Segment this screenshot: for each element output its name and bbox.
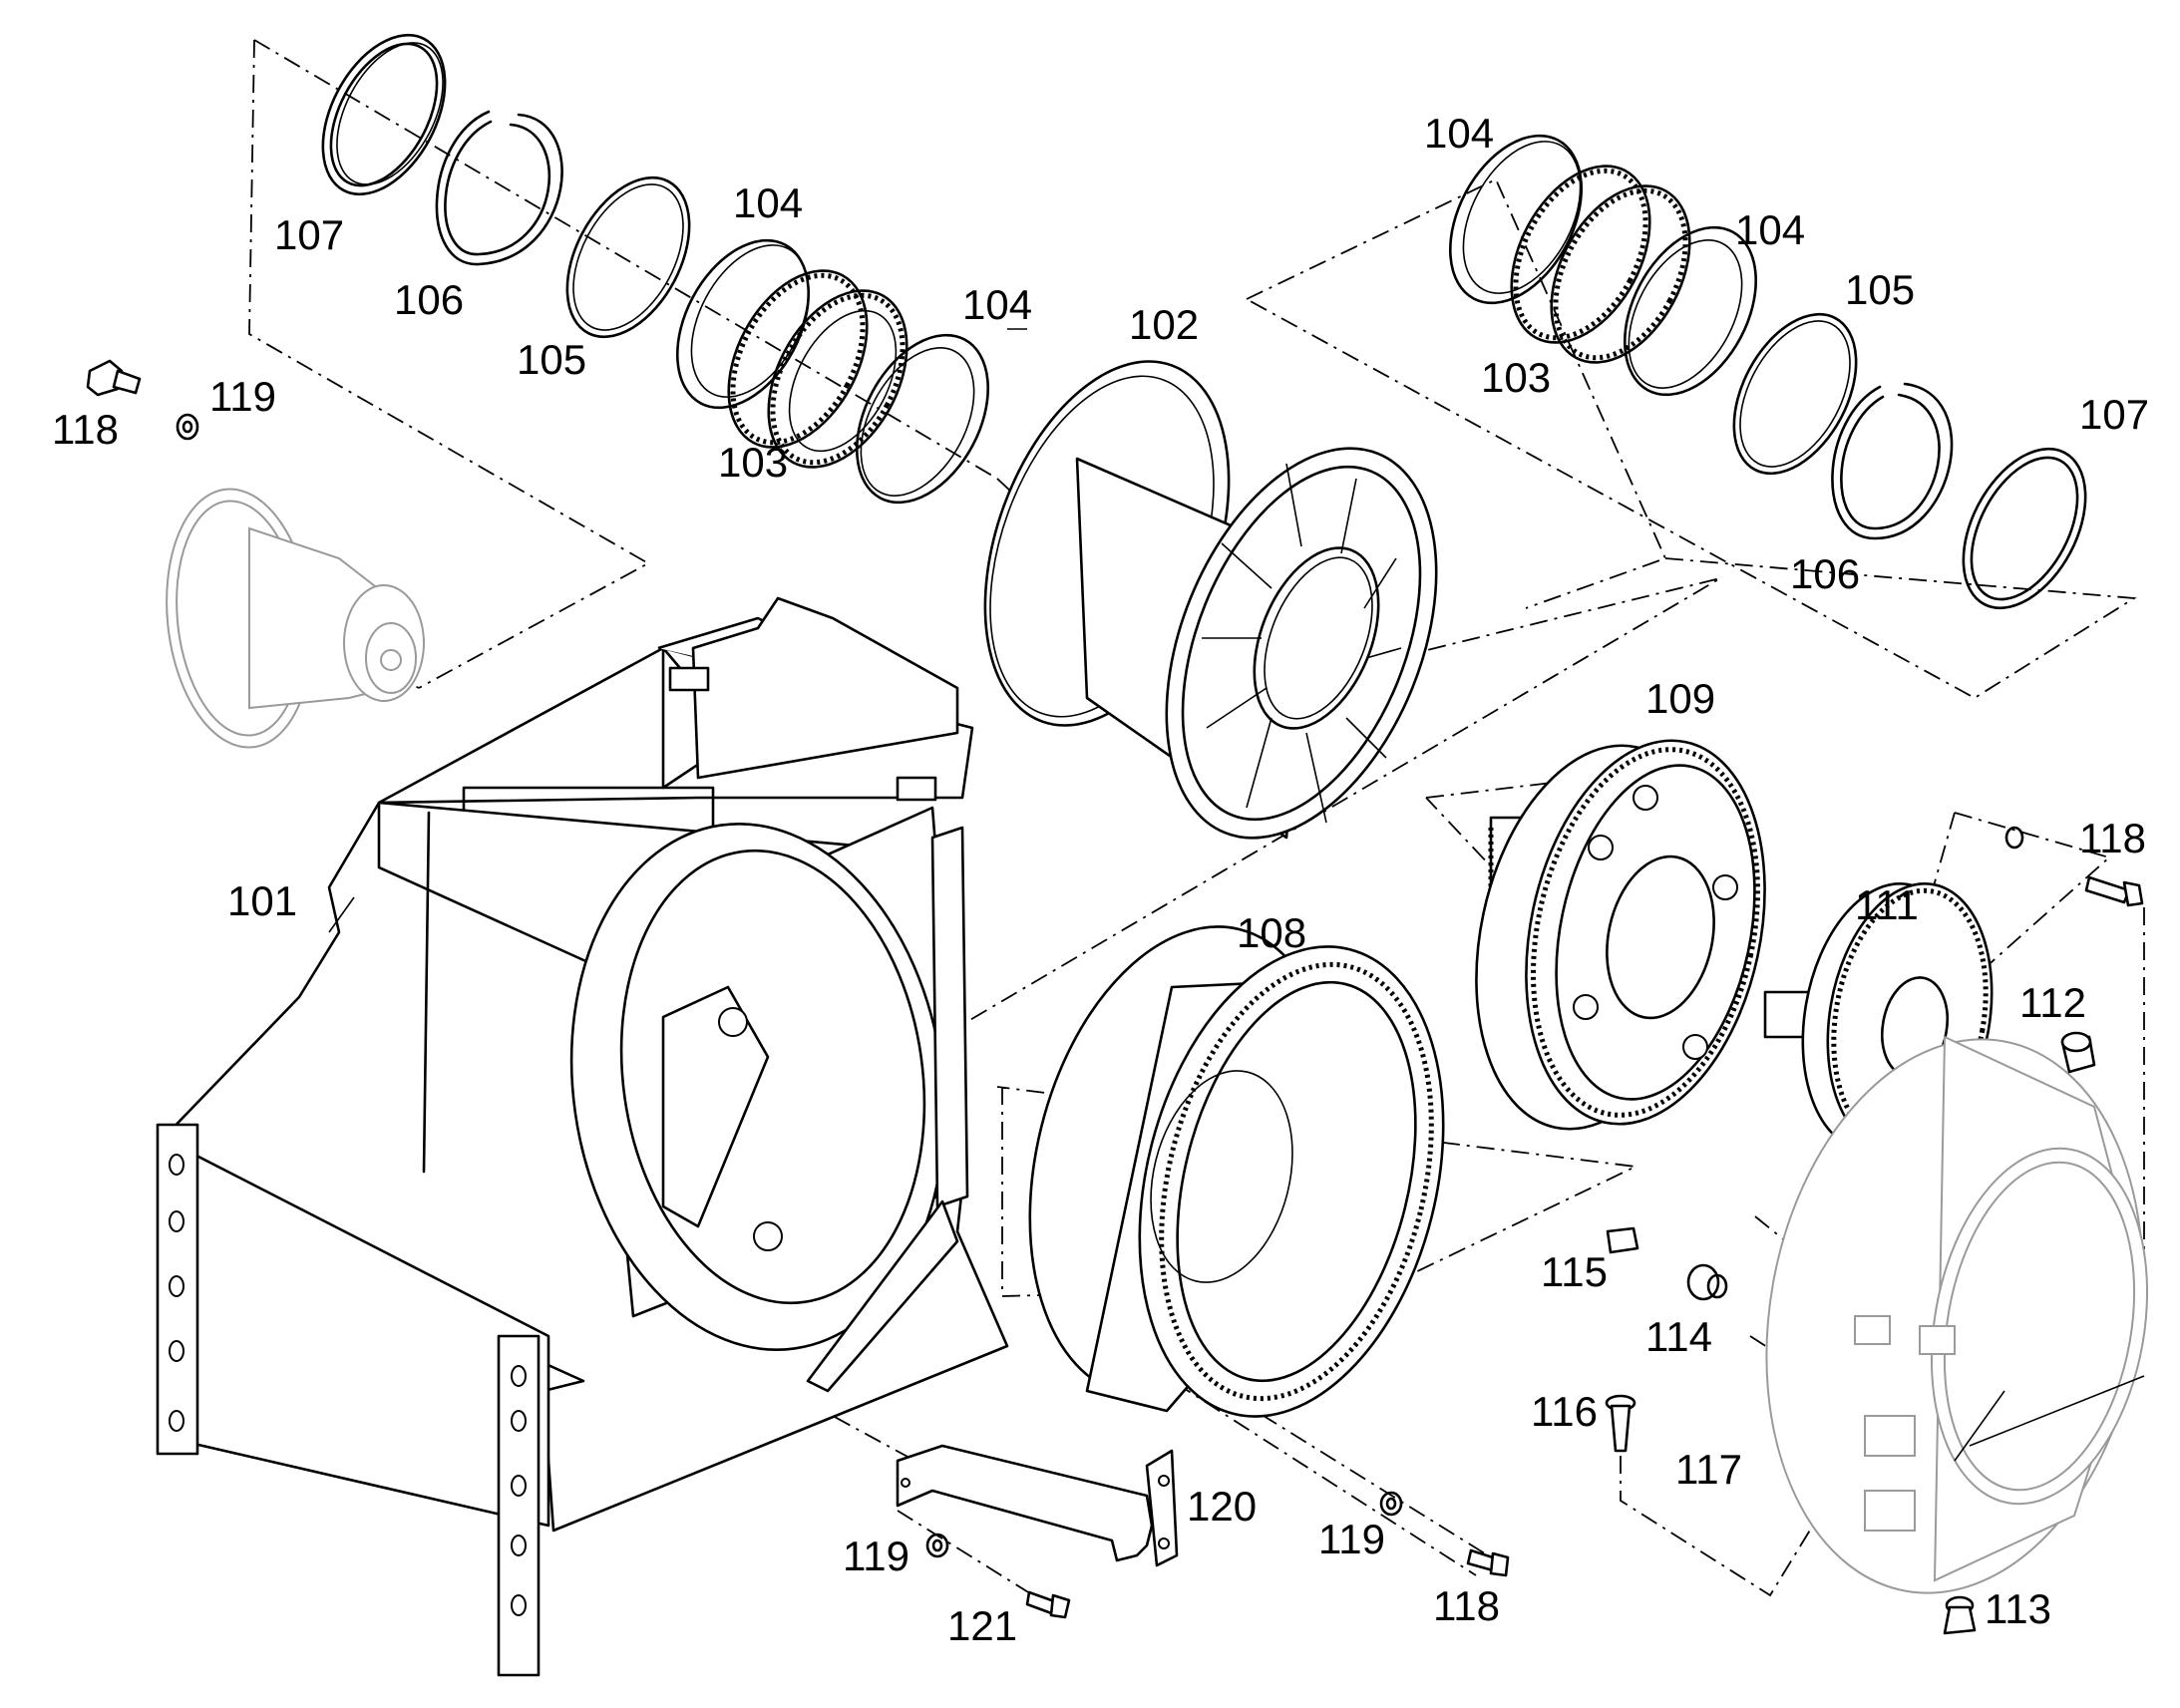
snap-ring-106-left[interactable] <box>435 110 563 266</box>
o-ring-105-left[interactable] <box>543 158 715 358</box>
callout-119-bottom-middle: 119 <box>1318 1516 1385 1562</box>
callout-104-left-a: 104 <box>733 179 803 226</box>
retaining-ring-107-right[interactable] <box>1939 429 2111 629</box>
callout-104-right-b: 104 <box>1735 206 1805 253</box>
callout-108: 108 <box>1237 909 1306 956</box>
bolt-118-top-left[interactable] <box>86 359 142 397</box>
plug-113[interactable] <box>1943 1595 1977 1635</box>
callout-105-right: 105 <box>1845 266 1915 313</box>
callout-labels: 107 106 105 104 104 103 102 118 119 104 … <box>52 110 2149 1649</box>
plug-112[interactable] <box>2060 1031 2096 1074</box>
callout-113: 113 <box>1985 1585 2051 1632</box>
callout-115: 115 <box>1541 1248 1608 1295</box>
winch-frame-101[interactable] <box>156 596 1009 1677</box>
callout-118-top-left: 118 <box>52 406 119 453</box>
callout-106-left: 106 <box>394 276 464 323</box>
fasteners <box>86 359 2144 1635</box>
callout-105-left: 105 <box>517 336 586 383</box>
bolt-118-bottom[interactable] <box>1466 1548 1510 1577</box>
callout-118-right: 118 <box>2079 815 2146 861</box>
callout-106-right: 106 <box>1790 550 1860 597</box>
callout-116: 116 <box>1531 1388 1598 1435</box>
callout-104-left-b: 104 <box>962 281 1032 328</box>
washer-119-bottom-left[interactable] <box>925 1533 949 1558</box>
roller-bearing-103-left[interactable] <box>700 247 934 491</box>
fitting-114[interactable] <box>1686 1263 1728 1301</box>
bearing-cup-104-right-b[interactable] <box>1598 205 1782 417</box>
callout-102: 102 <box>1129 301 1199 348</box>
callout-111: 111 <box>1855 881 1919 928</box>
hydraulic-motor-faded[interactable] <box>155 482 425 755</box>
snap-ring-106-right[interactable] <box>1831 382 1954 540</box>
retaining-ring-107-left[interactable] <box>298 15 471 215</box>
callout-103-right: 103 <box>1481 354 1551 401</box>
right-ring-stack <box>1423 114 2111 629</box>
callout-107-left: 107 <box>274 211 344 258</box>
callout-121: 121 <box>947 1602 1017 1649</box>
roller-bearing-103-right[interactable] <box>1483 143 1717 386</box>
callout-120: 120 <box>1187 1483 1257 1530</box>
callout-103-left: 103 <box>718 439 788 486</box>
bearing-cup-104-left-a[interactable] <box>650 218 835 430</box>
callout-117: 117 <box>1675 1446 1742 1493</box>
washer-119-top-left[interactable] <box>176 413 199 441</box>
o-ring-105-right[interactable] <box>1709 294 1882 495</box>
fitting-115[interactable] <box>1606 1226 1639 1254</box>
bearing-cup-104-right-a[interactable] <box>1423 114 1608 325</box>
left-ring-stack <box>298 15 1014 524</box>
bracket-120[interactable] <box>896 1444 1179 1567</box>
callout-119-top-left: 119 <box>209 373 276 420</box>
callout-104-right-a: 104 <box>1424 110 1494 157</box>
washer-118-right-top[interactable] <box>2004 826 2024 850</box>
callout-114: 114 <box>1645 1313 1712 1360</box>
bolt-121[interactable] <box>1025 1590 1071 1619</box>
callout-101: 101 <box>227 877 297 924</box>
cable-drum-102[interactable] <box>939 328 1489 877</box>
planet-carrier-109[interactable] <box>1443 718 1798 1151</box>
callout-112: 112 <box>2019 979 2086 1026</box>
leader-lines <box>328 328 2145 1462</box>
callout-109: 109 <box>1645 675 1715 722</box>
bearing-cup-104-left-b[interactable] <box>830 313 1014 524</box>
callout-107-right: 107 <box>2079 391 2149 438</box>
bolt-118-right[interactable] <box>2084 875 2144 907</box>
callout-118-bottom: 118 <box>1433 1582 1500 1629</box>
bolt-116[interactable] <box>1605 1394 1636 1453</box>
washer-119-bottom-middle[interactable] <box>1379 1491 1403 1517</box>
ring-gear-108[interactable] <box>983 894 1490 1449</box>
frame-bolt-holes <box>169 1154 527 1616</box>
callout-119-bottom-left: 119 <box>843 1533 909 1579</box>
gear-housing-117-faded[interactable] <box>1724 1009 2180 1623</box>
